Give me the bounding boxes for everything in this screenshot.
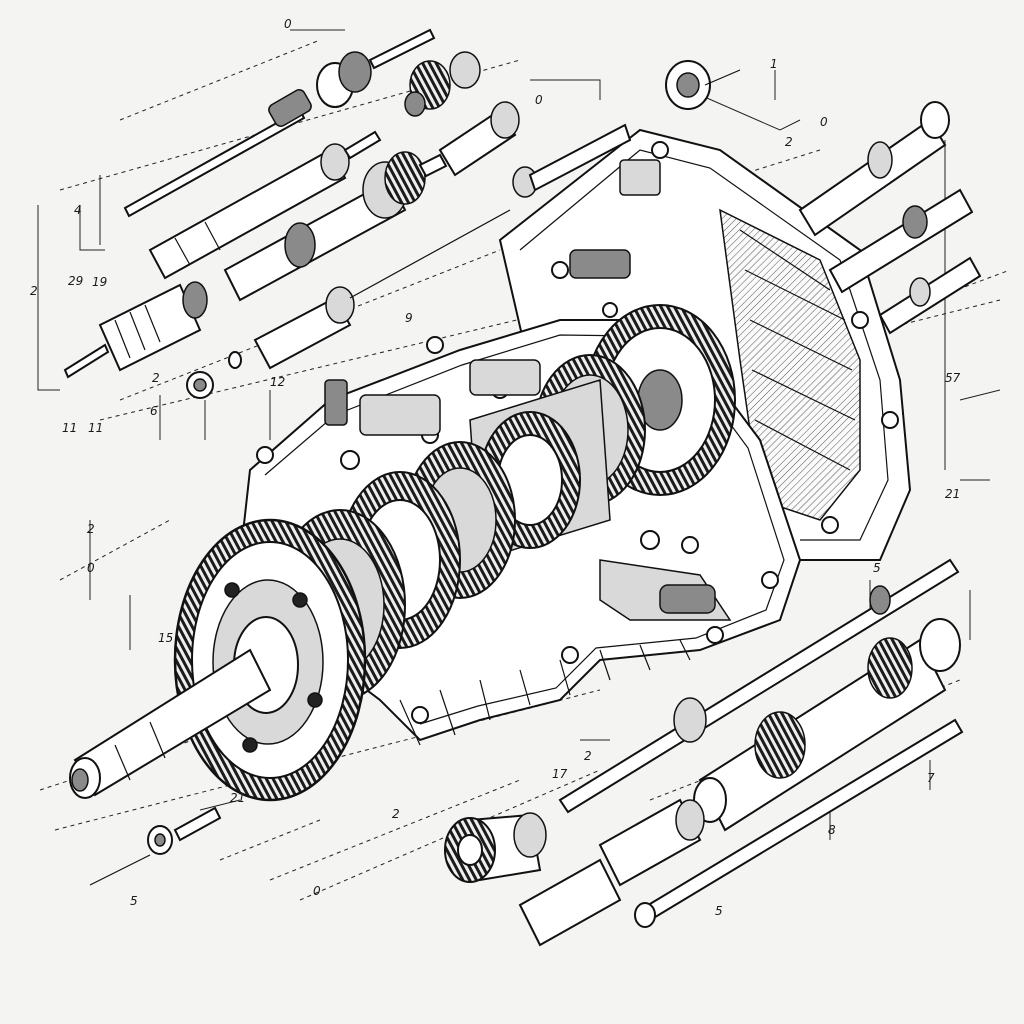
exploded-parts [63,28,982,947]
shaft-upper-2 [223,151,448,302]
callout-label: 2 [785,135,793,149]
callout-label: 2 [584,749,592,763]
rod-bottom-right [634,718,964,928]
callout-label: 0 [820,115,828,129]
callout-label: 15 [158,631,173,645]
callout-label: 12 [270,375,285,389]
shaft-bottom-right-1 [558,558,960,814]
callout-label: 2 [152,371,160,385]
callout-label: 1 [770,57,778,71]
callout-label: 0 [87,561,95,575]
callout-label: 8 [828,823,836,837]
callout-label: 2 [30,284,38,298]
callout-labels: 0 0 1 0 2 4 2 29 19 9 2 6 12 11 11 57 21… [30,17,961,918]
callout-label: 0 [535,93,543,107]
callout-label: 17 [552,767,568,781]
small-parts-bottom-left [89,806,222,886]
shaft-mid-left [253,123,632,370]
callout-label: 9 [405,311,413,325]
callout-label: 4 [74,203,82,217]
gear-stack [69,304,736,802]
callout-label: 6 [150,404,158,418]
callout-label: 19 [92,275,107,289]
bearing-top-right [665,60,741,110]
gear-bottom-center [444,812,547,883]
callout-label: 5 [130,894,138,908]
callout-label: 57 [945,371,961,385]
callout-label: 5 [715,904,723,918]
callout-label: 5 [873,561,881,575]
shaft-upper-1 [148,130,382,280]
shaft-right-2 [828,188,974,294]
shaft-bottom-mid [518,798,705,947]
callout-label: 2 [392,807,400,821]
callout-label: 11 [62,421,77,435]
rod-top-left [123,28,436,218]
callout-label: 11 [88,421,103,435]
callout-label: 0 [313,884,321,898]
shaft-right-1 [798,101,950,237]
callout-label: 2 [87,522,95,536]
shaft-right-3 [878,256,982,335]
callout-label: 21 [945,487,960,501]
gear-cluster-bottom-right [693,618,961,832]
spline-shaft-top [438,101,520,177]
callout-label: 29 [68,274,83,288]
small-gear-top [404,51,481,117]
cylinder-left [63,281,208,379]
callout-label: 0 [284,17,292,31]
callout-label: 21 [230,791,245,805]
callout-label: 7 [927,771,935,785]
